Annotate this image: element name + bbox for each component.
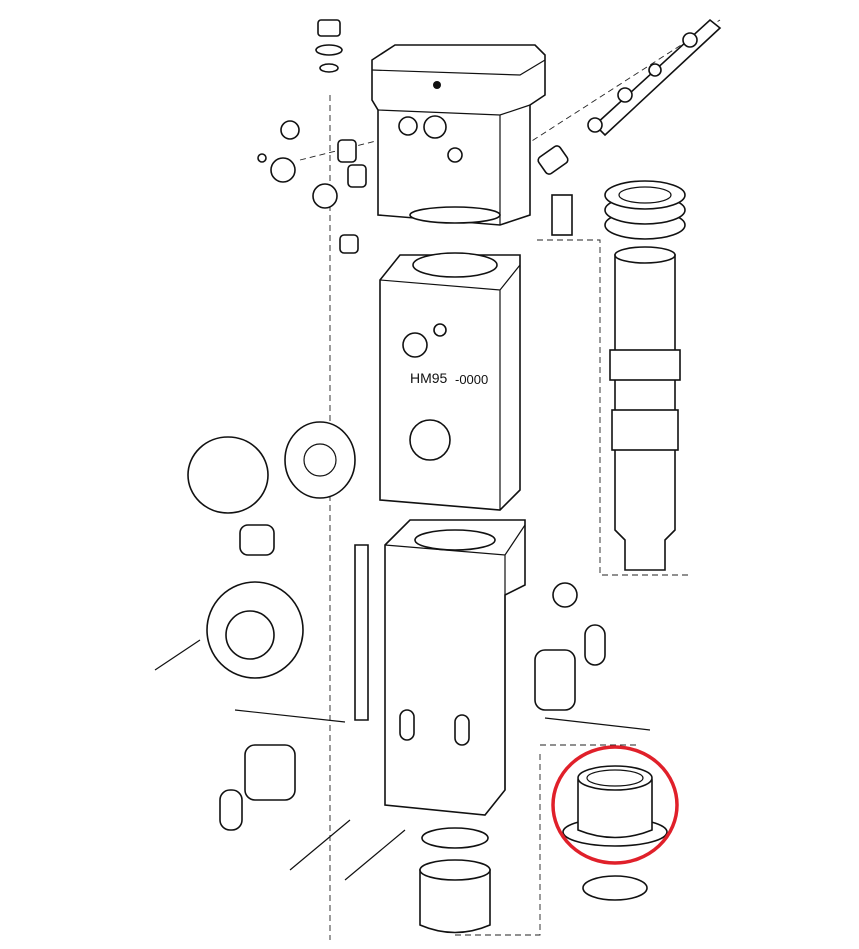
lower-body	[384, 519, 526, 816]
accumulator-cover	[187, 421, 356, 679]
model-label: HM95	[410, 370, 448, 386]
left-fittings	[257, 120, 367, 254]
top-head-block	[371, 44, 546, 226]
piston	[609, 246, 681, 571]
highlight-circle	[551, 745, 679, 865]
bottom-bushings	[419, 827, 491, 934]
valve-rod	[537, 18, 722, 175]
tie-rods	[154, 544, 651, 881]
top-nut	[315, 19, 343, 73]
seal-rings	[551, 180, 686, 240]
highlighted-bushing	[562, 765, 668, 901]
side-latches	[219, 582, 606, 831]
cylinder-block	[379, 252, 521, 511]
part-number-label: -0000	[455, 372, 489, 387]
